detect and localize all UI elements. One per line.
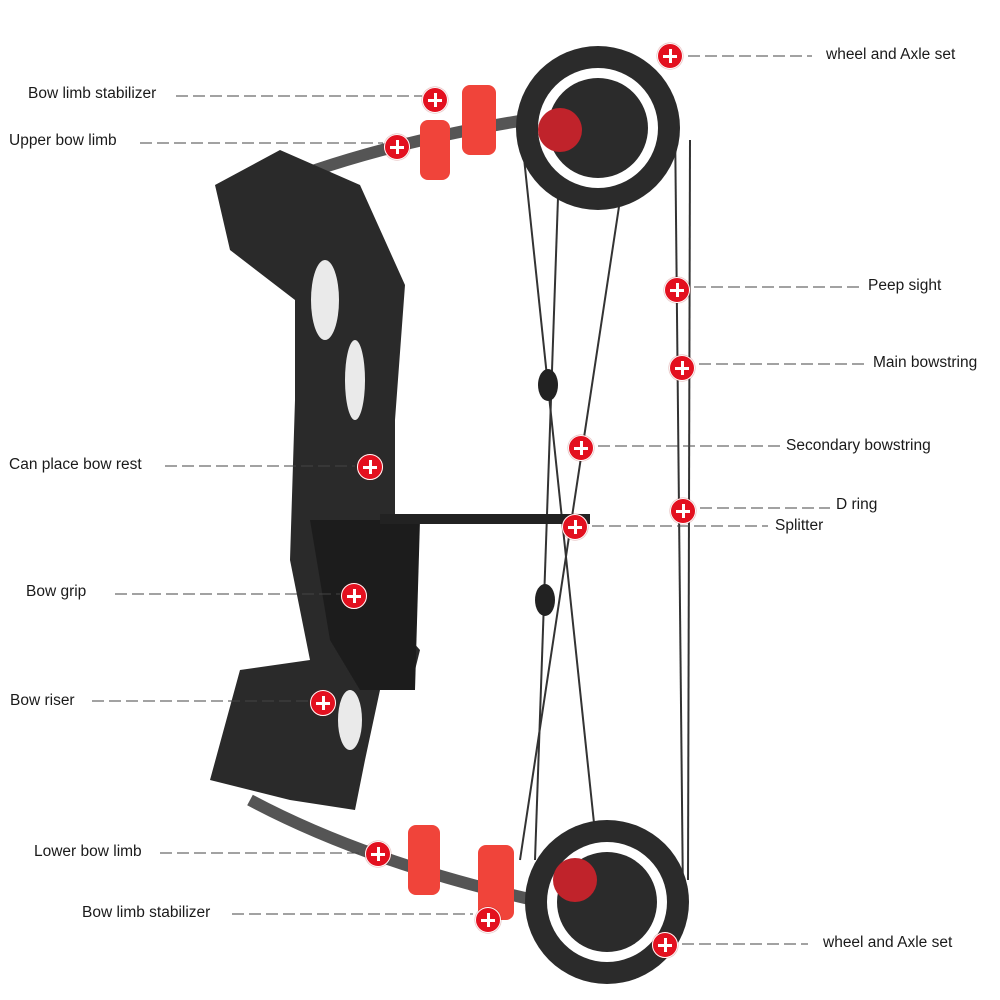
label-splitter: Splitter bbox=[775, 517, 824, 534]
plus-marker-icon-peep-sight[interactable] bbox=[664, 277, 690, 303]
label-bow-riser: Bow riser bbox=[10, 692, 75, 709]
plus-marker-icon-wheel-axle-top[interactable] bbox=[657, 43, 683, 69]
plus-marker-icon-bow-grip[interactable] bbox=[341, 583, 367, 609]
limb-stabilizers bbox=[408, 85, 514, 920]
bowstrings bbox=[519, 119, 691, 901]
upper-cam-wheel bbox=[516, 46, 680, 210]
label-wheel-axle-bottom: wheel and Axle set bbox=[823, 934, 953, 951]
label-lower-bow-limb: Lower bow limb bbox=[34, 843, 142, 860]
plus-marker-icon-splitter[interactable] bbox=[562, 514, 588, 540]
label-secondary-bowstring: Secondary bowstring bbox=[786, 437, 931, 454]
plus-marker-icon-bow-rest[interactable] bbox=[357, 454, 383, 480]
plus-marker-icon-lower-bow-limb[interactable] bbox=[365, 841, 391, 867]
label-peep-sight: Peep sight bbox=[868, 277, 942, 294]
label-wheel-axle-top: wheel and Axle set bbox=[826, 46, 956, 63]
plus-marker-icon-main-bowstring[interactable] bbox=[669, 355, 695, 381]
plus-marker-icon-wheel-axle-bottom[interactable] bbox=[652, 932, 678, 958]
label-upper-bow-limb: Upper bow limb bbox=[9, 132, 117, 149]
plus-marker-icon-bow-limb-stabilizer-lower[interactable] bbox=[475, 907, 501, 933]
plus-marker-icon-upper-bow-limb[interactable] bbox=[384, 134, 410, 160]
lower-cam-wheel bbox=[525, 820, 689, 984]
leader-lines bbox=[92, 55, 865, 945]
label-bow-limb-stabilizer-lower: Bow limb stabilizer bbox=[82, 904, 211, 921]
cable-guard-rod bbox=[380, 514, 590, 524]
label-bow-limb-stabilizer-upper: Bow limb stabilizer bbox=[28, 85, 157, 102]
label-bow-grip: Bow grip bbox=[26, 583, 87, 600]
plus-marker-icon-bow-limb-stabilizer-upper[interactable] bbox=[422, 87, 448, 113]
label-bow-rest: Can place bow rest bbox=[9, 456, 142, 473]
plus-marker-icon-bow-riser[interactable] bbox=[310, 690, 336, 716]
label-d-ring: D ring bbox=[836, 496, 878, 513]
grip bbox=[310, 520, 420, 690]
plus-marker-icon-d-ring[interactable] bbox=[670, 498, 696, 524]
plus-marker-icon-secondary-bowstring[interactable] bbox=[568, 435, 594, 461]
label-main-bowstring: Main bowstring bbox=[873, 354, 978, 371]
